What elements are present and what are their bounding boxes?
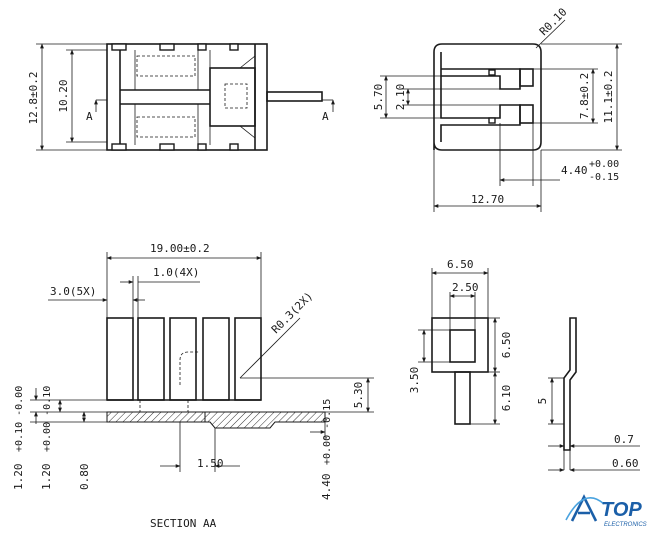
dim-250: 2.50: [452, 281, 479, 294]
dim-07: 0.7: [614, 433, 634, 446]
dim-inner-top: 10.20: [57, 79, 70, 112]
dim-440-side-tol-upper: +0.00: [589, 159, 619, 170]
pad-view: [418, 268, 500, 425]
dim-120a-tol: +0.10 -0.00: [14, 386, 25, 452]
dim-440-side-base: 4.40: [561, 164, 588, 177]
dim-610: 6.10: [500, 385, 513, 412]
dim-530: 5.30: [352, 382, 365, 409]
dim-120b-tol: +0.00 -0.10: [42, 386, 53, 452]
dim-radius-side: R0.10: [537, 6, 570, 39]
logo-subtext: ELECTRONICS: [604, 522, 647, 528]
section-view: [30, 252, 374, 472]
dim-1900: 19.00±0.2: [150, 242, 210, 255]
dim-650-height: 6.50: [500, 332, 513, 359]
logo-text: TOP: [601, 499, 642, 521]
section-caption: SECTION AA: [150, 517, 217, 530]
company-logo: TOP ELECTRONICS: [565, 494, 647, 528]
top-view: [36, 43, 335, 151]
section-marker-right: A: [322, 110, 329, 123]
dim-10-4x: 1.0(4X): [153, 266, 199, 279]
dim-440-section: 4.40: [320, 474, 333, 501]
dim-210: 2.10: [394, 84, 407, 111]
profile-view: [548, 317, 640, 472]
dim-78: 7.8±0.2: [578, 73, 591, 119]
logo-mark-icon: [570, 494, 598, 522]
dim-570: 5.70: [372, 84, 385, 111]
side-view: [380, 19, 622, 212]
dim-30-5x: 3.0(5X): [50, 285, 96, 298]
dim-350: 3.50: [408, 367, 421, 394]
dim-440-section-tol: +0.00 -0.15: [322, 399, 333, 465]
dim-650-width: 6.50: [447, 258, 474, 271]
dim-111: 11.1±0.2: [602, 71, 615, 124]
dim-080: 0.80: [78, 464, 91, 491]
dim-440-side-tol-lower: -0.15: [589, 172, 619, 183]
dim-060: 0.60: [612, 457, 639, 470]
dim-120b: 1.20: [40, 464, 53, 491]
dim-150: 1.50: [197, 457, 224, 470]
section-marker-left: A: [86, 110, 93, 123]
dim-5: 5: [536, 398, 549, 405]
dim-120a: 1.20: [12, 464, 25, 491]
dim-1270: 12.70: [471, 193, 504, 206]
dim-height-top: 12.8±0.2: [27, 72, 40, 125]
dim-r03-2x: R0.3(2X): [269, 289, 316, 336]
